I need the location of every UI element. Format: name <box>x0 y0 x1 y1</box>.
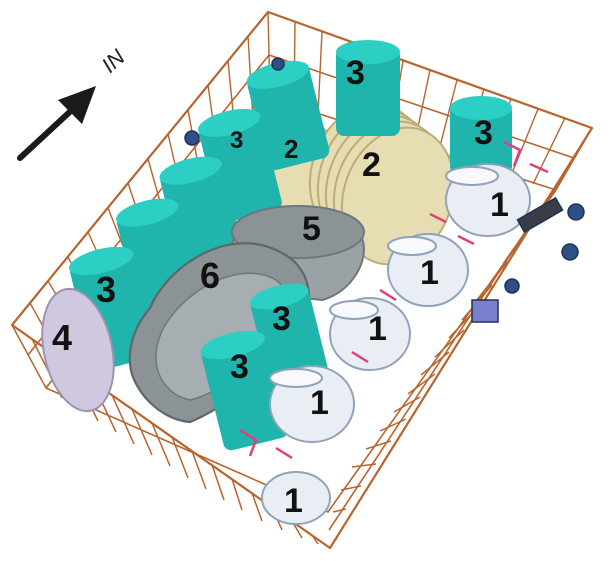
label-bowl-5: 5 <box>302 210 321 248</box>
label-glass-3c: 3 <box>230 127 243 154</box>
label-plates-2a: 2 <box>284 134 298 164</box>
label-cup-1d: 1 <box>310 384 329 422</box>
label-glass-3b: 3 <box>474 114 493 152</box>
direction-label: IN <box>97 44 130 77</box>
label-glass-3a: 3 <box>346 54 365 92</box>
cup-1e <box>261 471 331 525</box>
bowl-item-4 <box>41 287 115 413</box>
label-plates-2b: 2 <box>362 146 381 184</box>
insert-direction-indicator: IN <box>17 44 130 161</box>
cup-1a <box>445 163 531 237</box>
label-cup-1b: 1 <box>420 254 439 292</box>
direction-arrow-icon <box>17 105 77 161</box>
label-cup-1a: 1 <box>490 186 509 224</box>
label-bowl-4: 4 <box>52 317 72 358</box>
glasses-back-row <box>69 40 512 371</box>
glasses-front-row <box>200 283 328 451</box>
label-cup-1e: 1 <box>284 482 303 520</box>
label-glass-3f: 3 <box>230 348 249 386</box>
cups-row <box>261 163 531 525</box>
item-labels: 3 3 3 3 3 3 2 2 4 5 6 1 1 1 1 1 <box>52 54 509 520</box>
rack-fittings <box>184 57 585 323</box>
label-cup-1c: 1 <box>368 310 387 348</box>
cup-1c <box>329 297 411 371</box>
label-pan-6: 6 <box>200 255 220 296</box>
label-glass-3d: 3 <box>96 269 116 310</box>
label-glass-3e: 3 <box>272 300 291 338</box>
cup-1b <box>387 233 469 307</box>
cup-1d <box>269 365 355 443</box>
direction-arrowhead-icon <box>58 86 96 124</box>
rack-clips <box>239 140 549 460</box>
